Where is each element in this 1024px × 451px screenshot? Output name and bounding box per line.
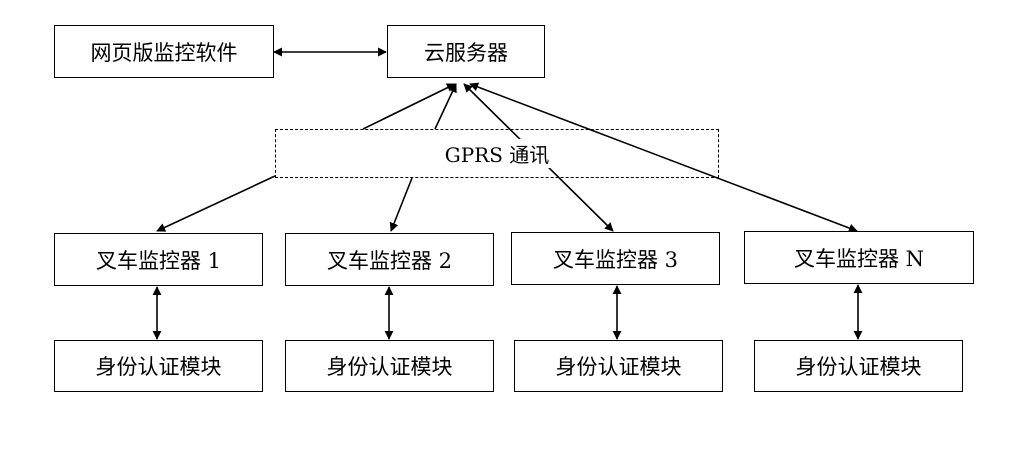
identity-auth-module-box-3: 身份认证模块	[514, 340, 723, 392]
cloud-server-label: 云服务器	[424, 40, 508, 65]
gprs-communication-region: GPRS 通讯	[275, 129, 719, 178]
identity-auth-module-box-1: 身份认证模块	[54, 340, 263, 392]
identity-auth-module-box-2: 身份认证模块	[285, 340, 494, 392]
gprs-communication-label: GPRS 通讯	[440, 139, 554, 168]
arrow-gprs-monitor-2	[389, 177, 413, 232]
arrow-gprs-cloud-left	[362, 83, 456, 130]
forklift-monitor-box-2: 叉车监控器 2	[285, 233, 494, 286]
forklift-monitor-label: 叉车监控器 N	[793, 246, 925, 271]
identity-auth-module-label: 身份认证模块	[326, 355, 453, 379]
identity-auth-module-label: 身份认证模块	[795, 355, 922, 379]
identity-auth-module-label: 身份认证模块	[555, 355, 682, 379]
arrow-gprs-monitor-1	[156, 175, 276, 232]
web-monitoring-software-box: 网页版监控软件	[54, 25, 274, 78]
forklift-monitor-box-n: 叉车监控器 N	[744, 231, 974, 284]
forklift-monitor-label: 叉车监控器 3	[552, 247, 679, 272]
forklift-monitor-label: 叉车监控器 2	[326, 248, 453, 273]
forklift-monitor-label: 叉车监控器 1	[95, 248, 222, 273]
identity-auth-module-box-n: 身份认证模块	[754, 340, 963, 392]
arrow-cloud-monitor-n	[469, 82, 858, 233]
arrow-gprs-cloud-right	[434, 83, 457, 130]
web-monitoring-software-label: 网页版监控软件	[90, 40, 238, 65]
cloud-server-box: 云服务器	[387, 25, 545, 78]
forklift-monitor-box-1: 叉车监控器 1	[54, 233, 263, 286]
forklift-monitor-box-3: 叉车监控器 3	[511, 232, 720, 285]
identity-auth-module-label: 身份认证模块	[95, 355, 222, 379]
